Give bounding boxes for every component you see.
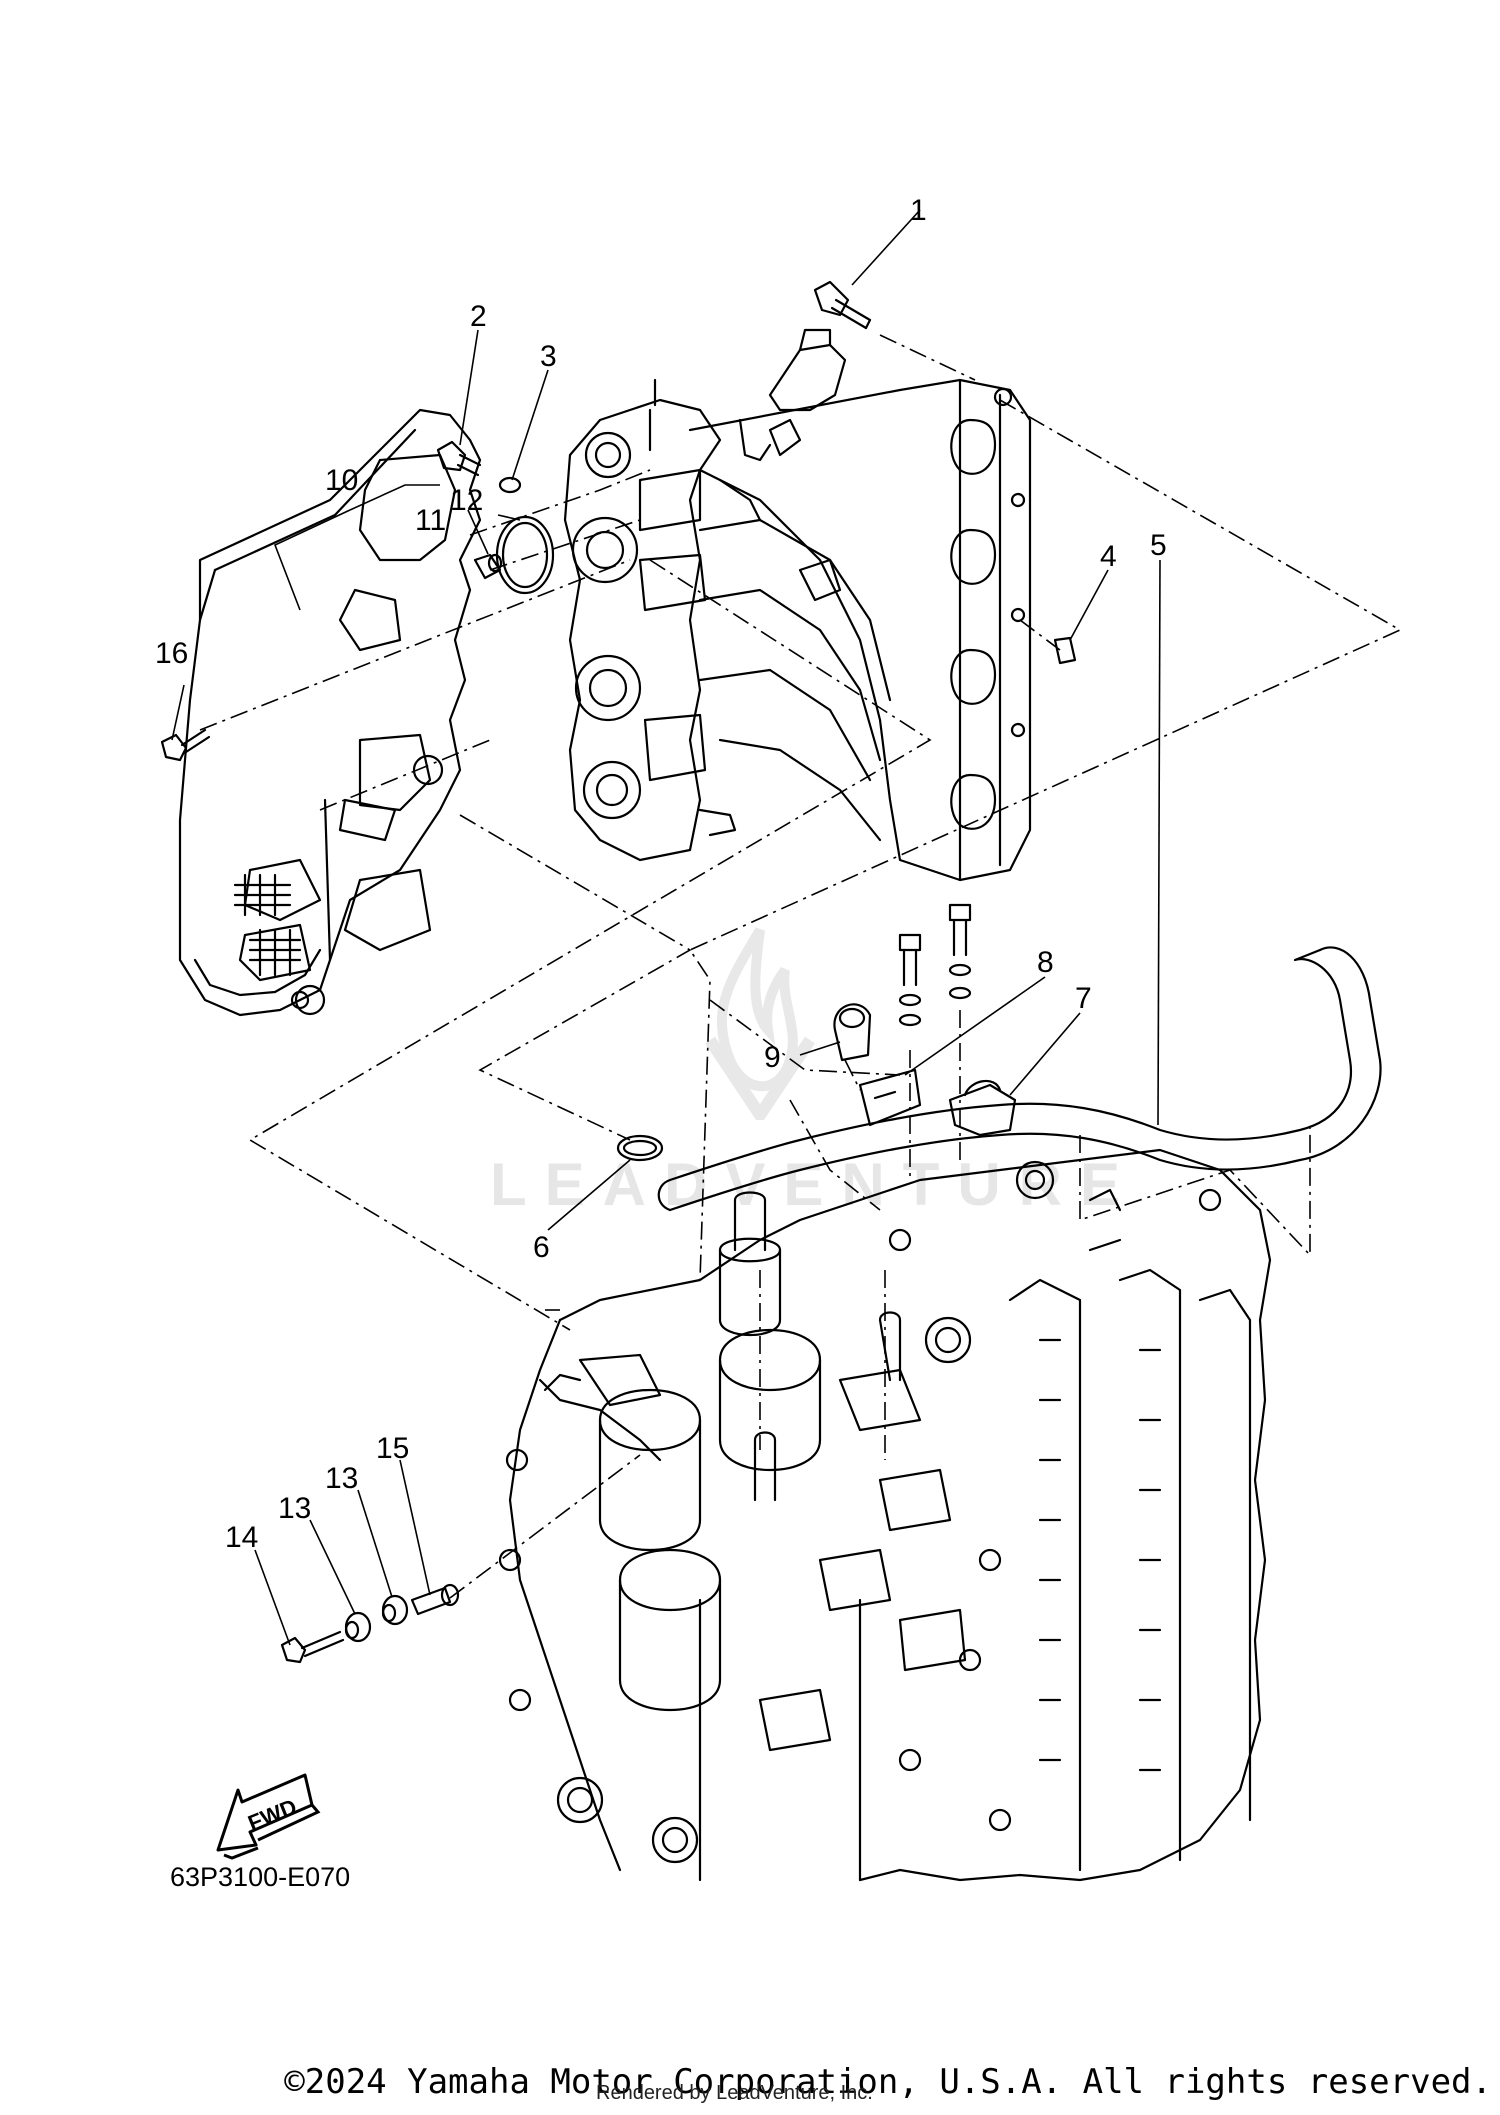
bolt-part-16	[160, 728, 211, 762]
bolt-part-14	[280, 1630, 345, 1664]
callout-9: 9	[764, 1041, 781, 1074]
callout-2: 2	[470, 300, 487, 333]
leader-lines	[171, 209, 1161, 1646]
callout-10: 10	[325, 464, 358, 497]
engine-block	[498, 1148, 1272, 1882]
bracket-part-7	[948, 1079, 1017, 1137]
gasket-part-12	[495, 515, 555, 595]
bolt-part-2	[436, 440, 482, 477]
callout-6: 6	[533, 1231, 550, 1264]
callout-15: 15	[376, 1432, 409, 1465]
intake-silencer	[178, 408, 482, 1017]
callout-13b: 13	[325, 1462, 358, 1495]
callout-8: 8	[1037, 946, 1054, 979]
copyright-notice: ©2024 Yamaha Motor Corporation, U.S.A. A…	[284, 2062, 1492, 2102]
bolt-part-1	[813, 280, 872, 330]
collar-part-13a	[344, 1611, 372, 1643]
callout-5: 5	[1150, 529, 1167, 562]
dowel-part-11	[473, 553, 503, 580]
rendered-by-credit: Rendered by LeadVenture, Inc.	[596, 2082, 873, 2104]
o-ring-part-3	[498, 476, 522, 494]
callout-1: 1	[910, 194, 927, 227]
alignment-lines	[199, 334, 1402, 1599]
callout-labels: 1 2 3 4 5 6 7 8 9 10 11 12 13 13 14 15 1…	[155, 194, 1167, 1554]
callout-3: 3	[540, 340, 557, 373]
hose-part-5	[657, 946, 1382, 1212]
bracket-bolts	[898, 903, 972, 1027]
fwd-arrow-icon: FWD	[216, 1773, 321, 1860]
watermark-text: LEADVENTURE	[490, 1151, 1139, 1218]
callout-16: 16	[155, 637, 188, 670]
clamp-part-6	[616, 1134, 664, 1162]
callout-14: 14	[225, 1521, 258, 1554]
grommet-part-15	[410, 1583, 460, 1616]
callout-11: 11	[415, 504, 446, 537]
callout-12: 12	[450, 484, 483, 517]
clip-part-9	[833, 1003, 872, 1062]
dowel-part-4	[1053, 636, 1077, 665]
callout-13a: 13	[278, 1492, 311, 1525]
callout-4: 4	[1100, 540, 1117, 573]
watermark-flame-icon	[705, 927, 815, 1120]
collar-part-13b	[381, 1594, 409, 1626]
diagram-part-code: 63P3100-E070	[170, 1862, 351, 1892]
callout-7: 7	[1075, 982, 1092, 1015]
intake-manifold	[563, 328, 1032, 882]
